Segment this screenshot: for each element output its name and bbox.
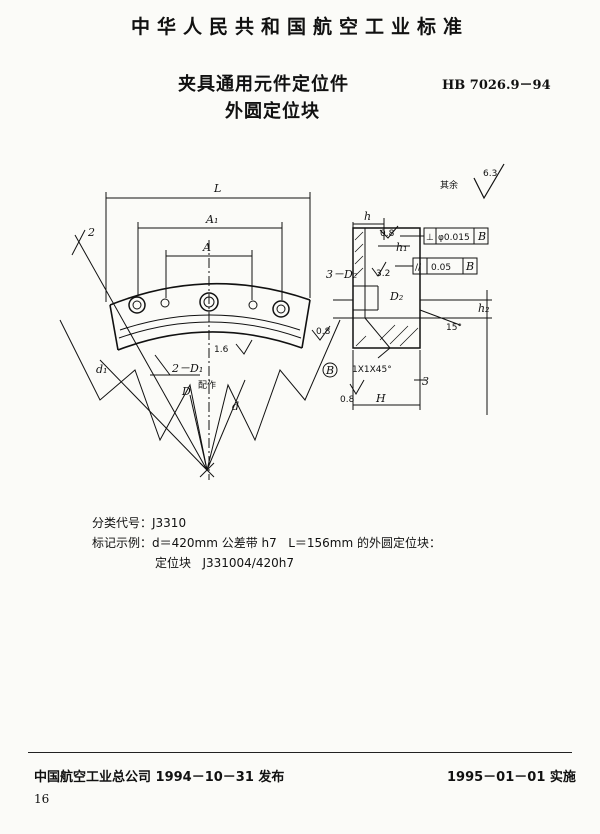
dim-2D1: 2－D₁ bbox=[171, 362, 203, 375]
perp-datum: B bbox=[477, 230, 486, 243]
screw-hole-center bbox=[199, 292, 219, 312]
perp-tolerance: φ0.015 bbox=[438, 233, 470, 243]
page-number: 16 bbox=[34, 792, 50, 806]
dim-d: d bbox=[232, 400, 239, 413]
roughness-16: 1.6 bbox=[214, 345, 229, 355]
document-title-line2: 外圆定位块 bbox=[225, 101, 320, 122]
pin-hole-small-left bbox=[160, 298, 170, 308]
pin-note: 配作 bbox=[198, 379, 216, 391]
chamfer-note: 1X1X45° bbox=[352, 365, 392, 375]
marking-example: 标记示例：d＝420mm 公差带 h7 L＝156mm 的外圆定位块： bbox=[92, 536, 441, 550]
dim-A: A bbox=[202, 241, 211, 254]
dim-D: D bbox=[181, 385, 191, 398]
parallel-datum: B bbox=[465, 260, 474, 273]
dim-h1: h₁ bbox=[396, 241, 408, 254]
roughness-63: 6.3 bbox=[483, 169, 497, 179]
dim-L: L bbox=[213, 182, 221, 195]
publish-info: 中国航空工业总公司 1994－10－31 发布 bbox=[34, 770, 285, 785]
roughness-32: 3.2 bbox=[376, 269, 390, 279]
classification-code: 分类代号：J3310 bbox=[92, 516, 187, 530]
block-inner-arc bbox=[117, 331, 303, 351]
technical-drawing: L A₁ A 2 d₁ D d 2－D₁ 配作 1.6 0.8 其余 6.3 h… bbox=[59, 163, 505, 480]
block-outer-arc bbox=[109, 282, 311, 306]
dim-3: 3 bbox=[422, 375, 429, 388]
parallel-symbol: // bbox=[415, 263, 422, 273]
other-roughness-label: 其余 bbox=[440, 179, 458, 191]
gear-profile bbox=[59, 319, 341, 471]
document-title-line1: 夹具通用元件定位件 bbox=[178, 74, 349, 95]
footer-divider bbox=[28, 752, 572, 753]
roughness-08-top: 0.8 bbox=[380, 229, 395, 239]
roughness-08-left: 0.8 bbox=[316, 327, 331, 337]
dim-D2: D₂ bbox=[389, 290, 403, 303]
datum-b-circle: B bbox=[325, 364, 334, 377]
effective-date: 1995－01－01 实施 bbox=[447, 770, 576, 785]
pin-hole-small-right bbox=[248, 300, 258, 310]
marking-code: 定位块 J331004/420h7 bbox=[155, 556, 294, 570]
pin-hole-right bbox=[272, 300, 290, 318]
dim-h2: h₂ bbox=[478, 302, 490, 315]
dim-H: H bbox=[375, 392, 386, 405]
dim-A1: A₁ bbox=[205, 213, 218, 226]
standard-header: 中华人民共和国航空工业标准 bbox=[130, 16, 469, 38]
dim-15deg: 15° bbox=[446, 323, 462, 333]
dim-h: h bbox=[364, 210, 371, 223]
dim-2: 2 bbox=[87, 226, 95, 239]
pin-hole-left bbox=[128, 296, 146, 314]
standard-code: HB 7026.9－94 bbox=[442, 78, 551, 93]
dim-3D2: 3－D₂ bbox=[326, 268, 357, 281]
parallel-tolerance: 0.05 bbox=[431, 263, 451, 273]
roughness-08-bottom: 0.8 bbox=[340, 395, 355, 405]
perp-symbol: ⊥ bbox=[426, 233, 434, 243]
section-view-body bbox=[352, 227, 421, 349]
dim-d1: d₁ bbox=[96, 363, 107, 376]
